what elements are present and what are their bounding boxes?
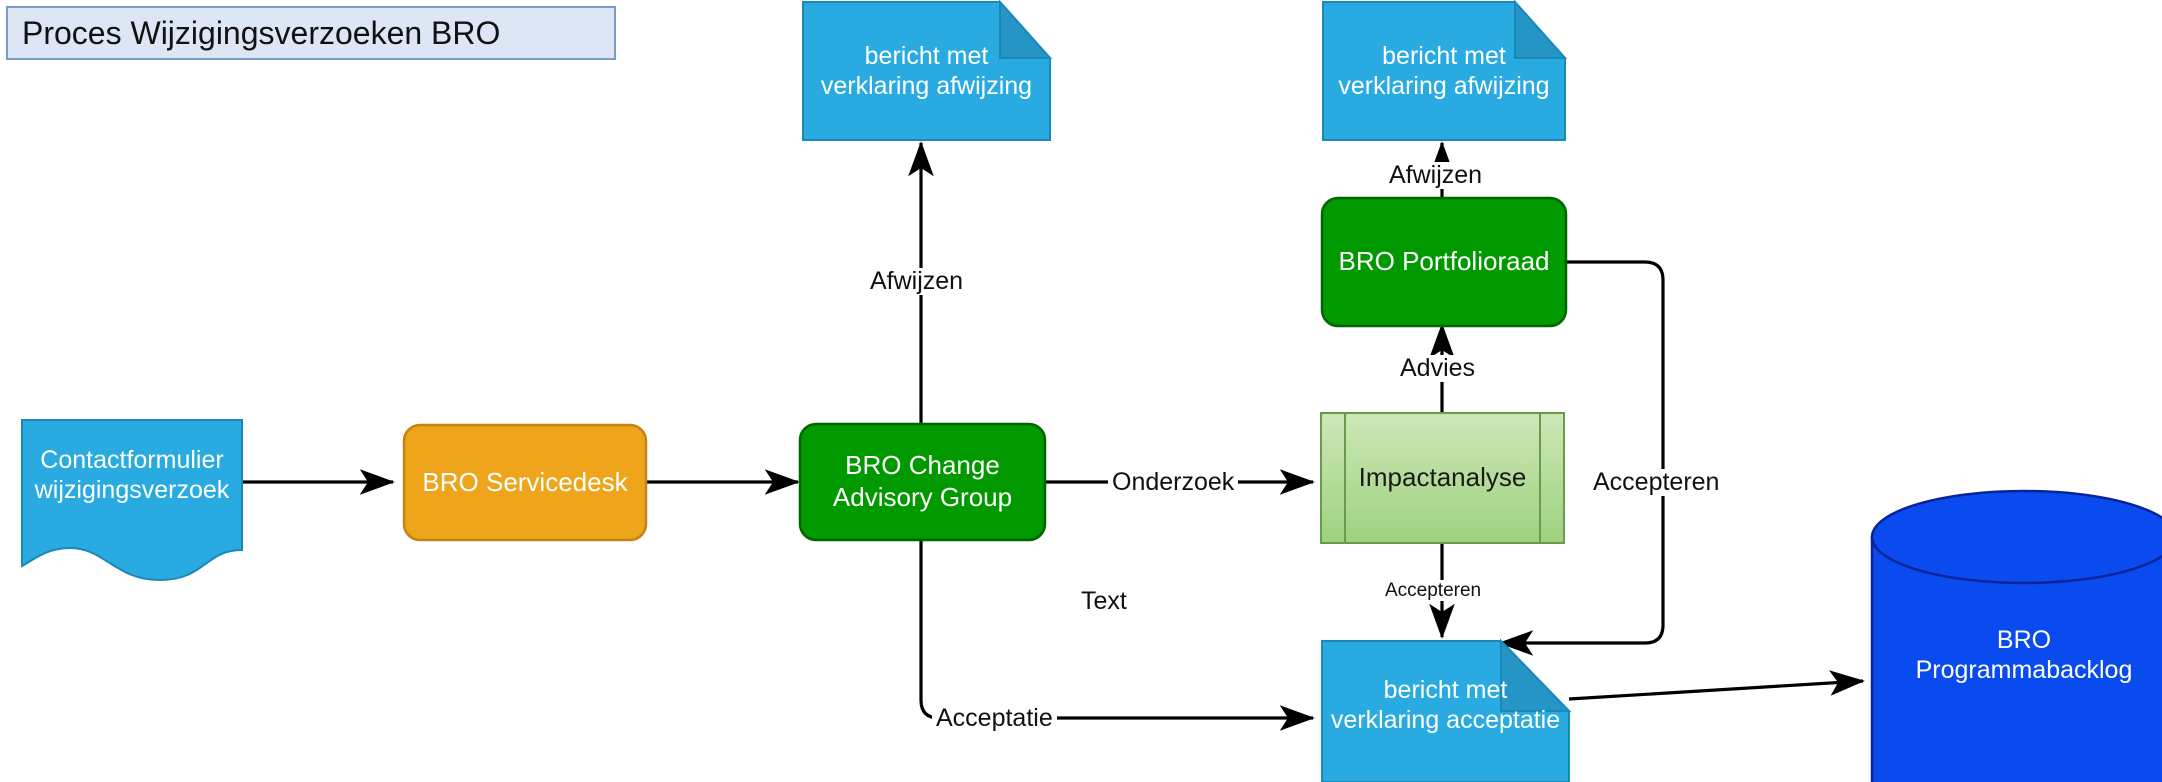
node-servicedesk[interactable] — [402, 423, 648, 542]
edge-label-onderzoek: Onderzoek — [1108, 469, 1239, 496]
node-impactanalyse[interactable] — [1320, 412, 1565, 544]
edge-label-portfolioraad-accepteren: Accepteren — [1589, 469, 1724, 496]
node-bericht-afwijzing-links[interactable] — [802, 0, 1053, 141]
node-change-advisory-group[interactable] — [798, 422, 1047, 542]
edge-label-advies: Advies — [1396, 355, 1480, 382]
node-contactformulier[interactable] — [21, 419, 243, 582]
edge-label-impactanalyse-accepteren: Accepteren — [1381, 580, 1486, 601]
edge-label-cag-afwijzen: Afwijzen — [866, 268, 968, 295]
edge-label-acceptatie: Acceptatie — [932, 705, 1057, 732]
edge-acceptatie-naar-backlog — [1568, 670, 1865, 701]
free-label-text: Text — [1077, 588, 1131, 615]
node-programmabacklog[interactable] — [1870, 489, 2162, 782]
page-title: Proces Wijzigingsverzoeken BRO — [22, 14, 501, 51]
edge-label-portfolioraad-afwijzen: Afwijzen — [1385, 162, 1487, 189]
node-bericht-acceptatie[interactable] — [1321, 638, 1572, 782]
edge-cag-naar-acceptatie — [919, 540, 1315, 731]
edge-portfolioraad-naar-acceptatie — [1498, 260, 1665, 656]
node-bericht-afwijzing-rechts[interactable] — [1322, 0, 1568, 141]
node-portfolioraad[interactable] — [1320, 196, 1568, 328]
diagram-title-box: Proces Wijzigingsverzoeken BRO — [6, 6, 616, 60]
